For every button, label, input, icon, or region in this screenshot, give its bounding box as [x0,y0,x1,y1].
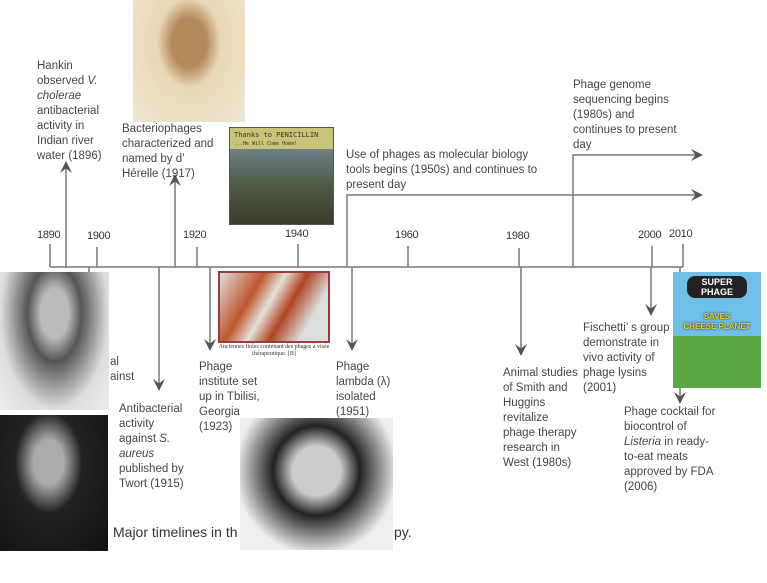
figure-caption-right: py. [394,524,412,540]
year-label: 2000 [638,229,662,241]
event-herelle: Bacteriophages characterized and named b… [122,123,214,180]
year-label: 1980 [506,230,530,242]
year-label: 1890 [37,229,61,241]
hankin-portrait [0,272,109,410]
event-hankin: Hankin observed V. cholerae antibacteria… [37,60,102,162]
twort-portrait [0,415,108,551]
herelle-portrait [133,0,245,122]
event-genome-sequencing: Phage genome sequencing begins (1980s) a… [573,79,677,151]
event-listeria: Phage cocktail for biocontrol of Listeri… [624,406,716,493]
event-smith-huggins: Animal studies of Smith and Huggins revi… [503,367,578,469]
penicillin-poster: Thanks to PENICILLIN...He Will Come Home… [229,127,334,225]
event-twort: Antibacterial activity against S. aureus… [119,403,184,490]
vials-caption: Anciennes fioles contenant des phages à … [218,344,330,357]
year-label: 1920 [183,229,207,241]
event-lambda: Phage lambda (λ) isolated (1951) [336,361,391,418]
year-label: 1900 [87,230,111,242]
figure-caption-left: Major timelines in th [113,524,238,540]
poster-text: Thanks to PENICILLIN...He Will Come Home… [234,131,319,147]
event-molecular-biology: Use of phages as molecular biology tools… [346,149,538,191]
eliava-portrait [240,418,393,550]
year-label: 2010 [669,228,693,240]
event-fischetti: Fischetti’ s group demonstrate in vivo a… [583,322,670,394]
event-tbilisi: Phage institute set up in Tbilisi, Georg… [199,361,260,433]
year-label: 1940 [285,228,309,240]
year-label: 1960 [395,229,419,241]
phage-vials-photo [218,271,330,343]
